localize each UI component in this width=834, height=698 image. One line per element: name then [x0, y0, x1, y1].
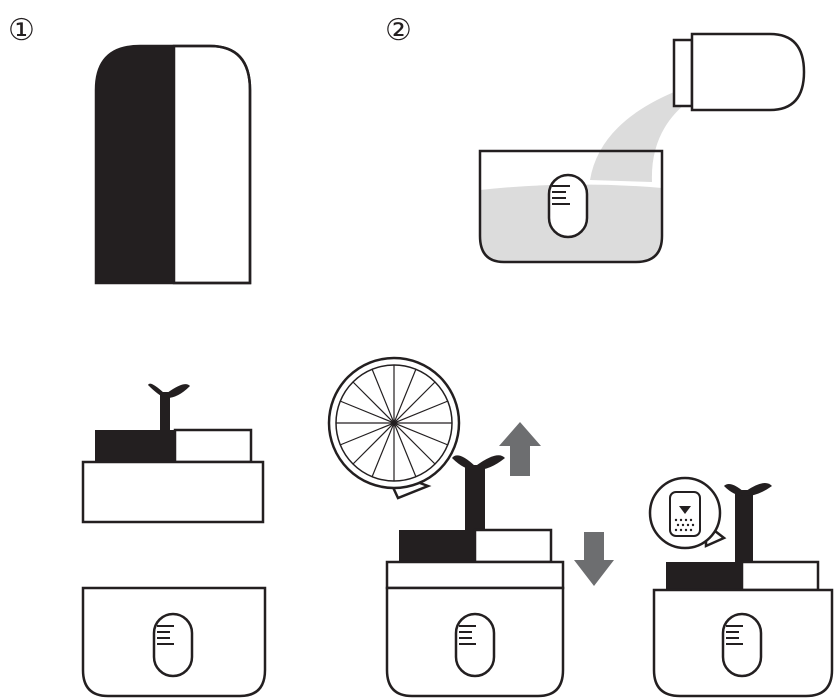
arrow-up-icon	[499, 422, 541, 476]
root-detail-magnifier-icon	[327, 356, 461, 500]
water-level-detail-icon	[648, 476, 727, 550]
scissors-cut-block-icon	[94, 44, 252, 285]
water-pour-icon	[478, 32, 806, 264]
plant-sprout-icon	[148, 383, 190, 432]
plant-sprout-icon	[452, 455, 505, 531]
plant-assembly-middle	[385, 455, 565, 698]
step-2-marker: ②	[385, 13, 412, 48]
container-icon	[81, 586, 267, 698]
plant-assembly-right	[652, 482, 834, 698]
container-icon	[478, 149, 664, 264]
plant-sprout-icon	[724, 482, 772, 562]
arrow-down-icon	[574, 532, 614, 586]
step-1-marker: ①	[8, 13, 35, 48]
plant-assembly-left	[81, 383, 265, 524]
bottle-icon	[672, 32, 806, 112]
